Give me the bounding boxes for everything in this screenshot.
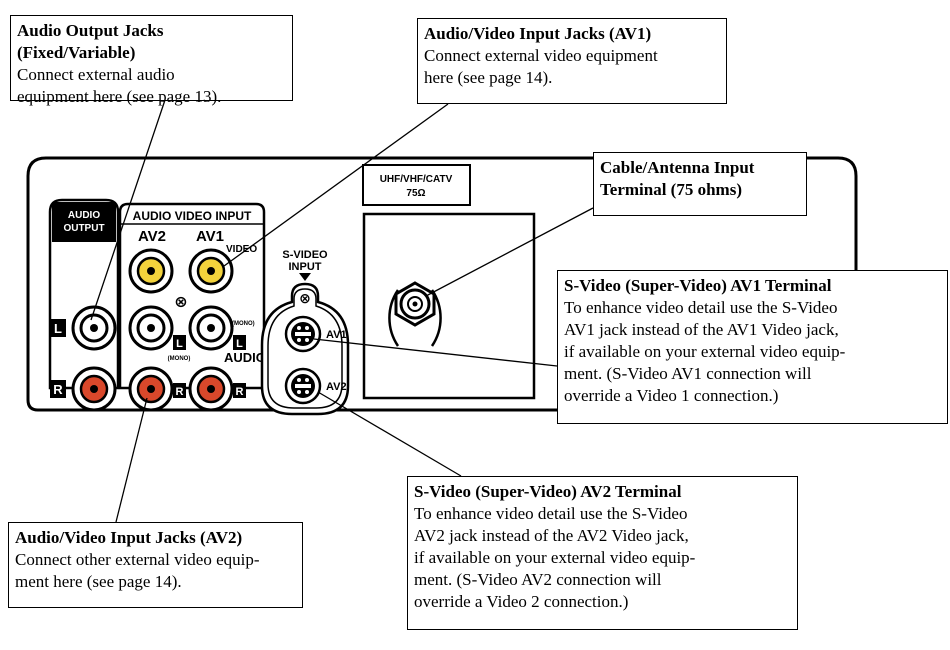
callout-svideo-av1-line5: override a Video 1 connection.) [564,386,779,405]
callout-svideo-av2-line1: To enhance video detail use the S-Video [414,504,688,523]
ground-symbol: ⊗ [174,294,187,311]
antenna-label-line2: 75Ω [406,188,425,199]
audio-output-right-label: R [53,382,63,397]
callout-antenna-title: Cable/Antenna Input [600,158,755,177]
callout-av2-input-title: Audio/Video Input Jacks (AV2) [15,528,243,547]
av2-mono-label: (MONO) [168,356,191,362]
svideo-av2-label: AV2 [326,381,347,393]
leader-antenna [425,207,594,297]
callout-audio-output-title: Audio Output Jacks (Fixed/Variable) [17,21,164,62]
av1-left-label: L [236,338,243,350]
callout-svideo-av2-title: S-Video (Super-Video) AV2 Terminal [414,482,682,501]
svideo-label-line2: INPUT [289,261,322,273]
svideo-input-panel: S-VIDEO INPUT ⊗ AV1 AV2 [260,249,350,416]
down-arrow-icon [299,273,311,281]
av2-column-label: AV2 [138,228,166,245]
callout-antenna-line1: Terminal (75 ohms) [600,180,742,199]
svideo-av1-label: AV1 [326,329,347,341]
audio-output-panel: AUDIO OUTPUT L R [48,198,120,412]
av2-left-label: L [176,338,183,350]
leader-svideo-av2 [317,391,462,477]
av1-video-jack [188,248,234,294]
callout-av1-input-line2: here (see page 14). [424,68,553,87]
callout-svideo-av1-line1: To enhance video detail use the S-Video [564,298,838,317]
svideo-label-line1: S-VIDEO [282,249,328,261]
av2-video-jack [128,248,174,294]
audio-output-right-jack [71,366,117,412]
callout-av2-input-line2: ment here (see page 14). [15,572,182,591]
av-input-panel: AUDIO VIDEO INPUT AV2 AV1 VIDEO ⊗ [118,202,266,412]
av1-audio-left-jack [188,305,234,351]
audio-output-label-line1: AUDIO [68,210,100,221]
av1-mono-label: (MONO) [232,321,255,327]
av1-column-label: AV1 [196,228,224,245]
callout-av2-input: Audio/Video Input Jacks (AV2) Connect ot… [8,522,303,608]
callout-svideo-av2-line3: if available on your external video equi… [414,548,696,567]
callout-svideo-av2-line4: ment. (S-Video AV2 connection will [414,570,662,589]
antenna-label-line1: UHF/VHF/CATV [380,174,453,185]
leader-av2-input [115,397,148,523]
audio-label: AUDIO [224,350,266,365]
video-label: VIDEO [226,244,257,255]
audio-output-label-line2: OUTPUT [63,223,104,234]
leader-av1-input [223,103,449,267]
svideo-av1-jack [284,315,322,353]
callout-audio-output-line1: Connect external audio [17,65,175,84]
audio-output-left-jack [71,305,117,351]
callout-av2-input-line1: Connect other external video equip- [15,550,260,569]
svideo-ground-symbol: ⊗ [299,290,311,306]
callout-svideo-av2-line5: override a Video 2 connection.) [414,592,629,611]
leader-lines [90,99,594,523]
callout-svideo-av1-title: S-Video (Super-Video) AV1 Terminal [564,276,832,295]
callout-audio-output-line2: equipment here (see page 13). [17,87,222,106]
av-input-label: AUDIO VIDEO INPUT [133,209,252,223]
callout-audio-output: Audio Output Jacks (Fixed/Variable) Conn… [10,15,293,106]
callout-antenna: Cable/Antenna Input Terminal (75 ohms) [593,152,807,216]
callout-svideo-av1-line4: ment. (S-Video AV1 connection will [564,364,812,383]
av2-audio-left-jack [128,305,174,351]
av2-audio-right-jack [128,366,174,412]
callout-av1-input-line1: Connect external video equipment [424,46,658,65]
av1-right-label: R [236,386,244,398]
callout-av1-input: Audio/Video Input Jacks (AV1) Connect ex… [417,18,727,104]
callout-svideo-av1: S-Video (Super-Video) AV1 Terminal To en… [557,270,948,424]
antenna-input-terminal [388,281,442,347]
av1-audio-right-jack [188,366,234,412]
callout-svideo-av2-line2: AV2 jack instead of the AV2 Video jack, [414,526,689,545]
av2-right-label: R [176,386,184,398]
callout-svideo-av2: S-Video (Super-Video) AV2 Terminal To en… [407,476,798,630]
leader-svideo-av1 [313,338,558,367]
callout-svideo-av1-line3: if available on your external video equi… [564,342,846,361]
leader-audio-output [90,99,166,321]
svideo-av2-jack [284,367,322,405]
callout-av1-input-title: Audio/Video Input Jacks (AV1) [424,24,652,43]
audio-output-left-label: L [54,321,62,336]
antenna-panel: UHF/VHF/CATV 75Ω [362,164,536,400]
callout-svideo-av1-line2: AV1 jack instead of the AV1 Video jack, [564,320,839,339]
